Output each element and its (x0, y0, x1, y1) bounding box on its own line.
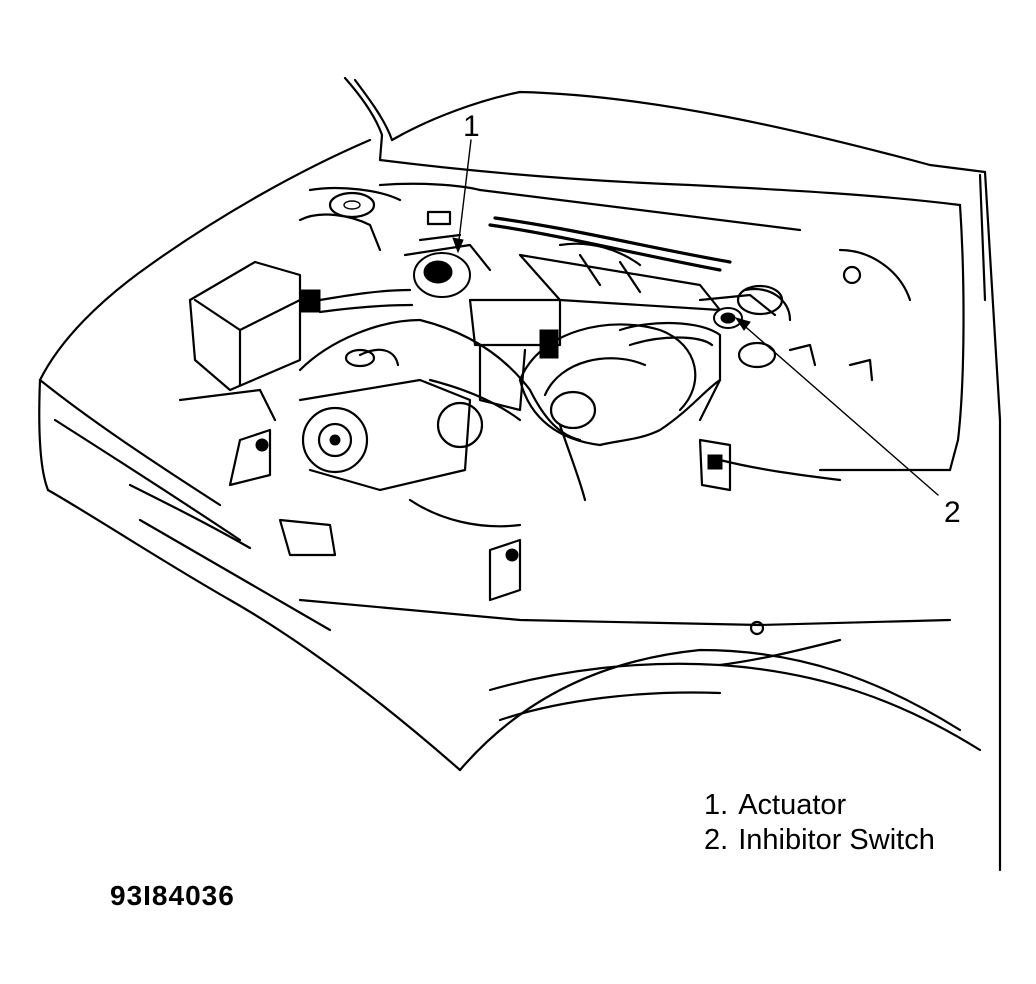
body-outline (38, 138, 982, 772)
firewall (298, 182, 802, 252)
inhibitor-switch (698, 284, 792, 329)
leader-arrow-1 (452, 237, 464, 254)
intake-duct (518, 323, 697, 502)
callout-number-1: 1 (463, 110, 480, 143)
callout-number-2: 2 (944, 496, 961, 529)
actuator (403, 210, 492, 298)
strut-towers (308, 186, 912, 302)
intake-manifold (468, 216, 732, 412)
legend: 1. Actuator 2. Inhibitor Switch (704, 788, 935, 858)
wiring (298, 318, 842, 528)
lower-brackets (178, 341, 874, 636)
legend-label: Actuator (738, 789, 847, 821)
accessory-drive (298, 348, 484, 492)
leader-line-2 (739, 321, 939, 496)
legend-label: Inhibitor Switch (738, 824, 935, 856)
figure-id-code: 93I84036 (110, 880, 235, 911)
air-cleaner (188, 260, 414, 392)
leader-line-1 (457, 139, 472, 249)
legend-item-actuator: 1. Actuator (704, 788, 935, 823)
leader-arrow-2 (734, 317, 751, 331)
legend-number: 1. (704, 789, 729, 821)
hood (343, 76, 1002, 872)
legend-number: 2. (704, 824, 729, 856)
legend-item-inhibitor-switch: 2. Inhibitor Switch (704, 823, 935, 858)
